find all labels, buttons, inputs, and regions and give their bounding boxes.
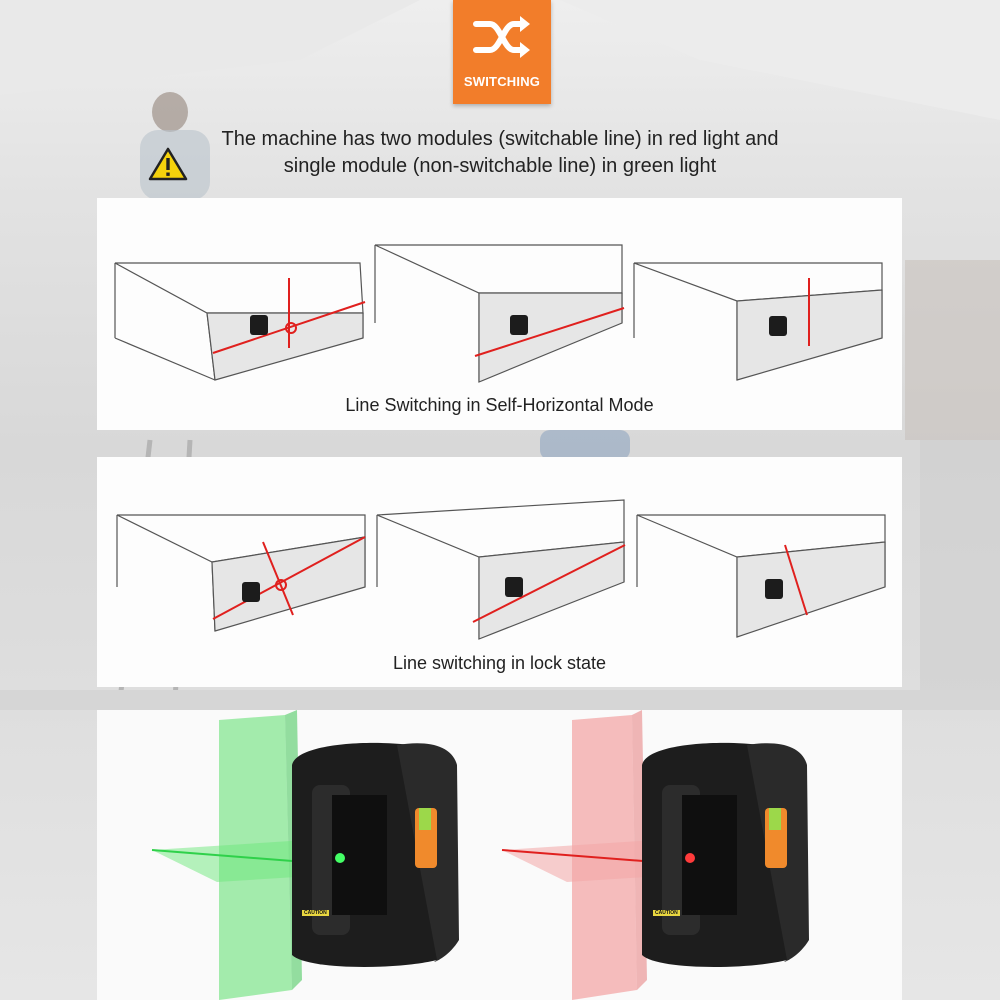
- caution-label-right: CAUTION: [653, 910, 680, 916]
- room-box-2: [374, 244, 623, 383]
- headline-line-2: single module (non-switchable line) in g…: [283, 155, 717, 177]
- lock-state-panel: Line switching in lock state: [97, 457, 902, 687]
- room-box-3: [633, 262, 883, 381]
- laser-level-product-images: [151, 710, 809, 1000]
- red-laser-device: [501, 710, 809, 1000]
- warning-triangle-icon: [148, 147, 188, 181]
- laser-device-4: [242, 582, 260, 602]
- laser-device-5: [505, 577, 523, 597]
- room-box-1: [114, 262, 364, 381]
- self-horizontal-panel: Line Switching in Self-Horizontal Mode: [97, 198, 902, 430]
- room-box-5: [376, 499, 625, 640]
- switch-arrows-icon: [473, 16, 530, 58]
- headline: The machine has two modules (switchable …: [150, 126, 850, 180]
- self-horizontal-diagrams: [114, 244, 883, 383]
- laser-lines-lock-cross: [212, 536, 366, 620]
- caution-label-left: CAUTION: [302, 910, 329, 916]
- headline-line-1: The machine has two modules (switchable …: [221, 128, 779, 150]
- panel-caption-lock-state: Line switching in lock state: [392, 653, 607, 673]
- product-photo: CAUTION CAUTION: [97, 710, 902, 1000]
- room-box-6: [636, 514, 886, 638]
- green-laser-device: [151, 710, 459, 1000]
- laser-device-6: [765, 579, 783, 599]
- laser-lines-cross: [212, 278, 366, 354]
- lock-state-diagrams: [116, 499, 886, 640]
- badge-label: SWITCHING: [463, 74, 541, 89]
- laser-device-3: [769, 316, 787, 336]
- laser-line-horizontal: [474, 307, 625, 357]
- laser-device-2: [510, 315, 528, 335]
- laser-device-1: [250, 315, 268, 335]
- panel-caption-self-horizontal: Line Switching in Self-Horizontal Mode: [345, 395, 654, 415]
- switching-badge: SWITCHING: [453, 0, 551, 104]
- laser-line-lock-vertical: [784, 544, 808, 616]
- laser-line-lock-diagonal: [472, 544, 626, 623]
- room-box-4: [116, 514, 366, 632]
